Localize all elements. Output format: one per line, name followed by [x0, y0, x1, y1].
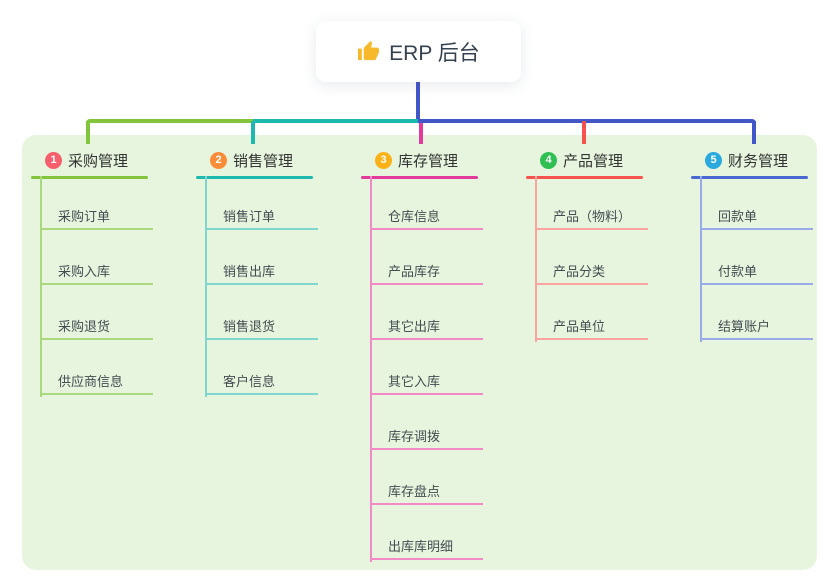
branch-underline — [31, 176, 148, 179]
child-node[interactable]: 其它入库 — [388, 374, 441, 389]
child-node[interactable]: 销售退货 — [223, 319, 276, 334]
branch-child-connector — [40, 176, 42, 397]
child-node[interactable]: 出库库明细 — [388, 539, 454, 554]
connector-drop-finance — [752, 121, 756, 144]
child-underline — [205, 228, 318, 230]
child-node[interactable]: 客户信息 — [223, 374, 276, 389]
child-node[interactable]: 结算账户 — [718, 319, 771, 334]
branch-number-badge: 5 — [705, 152, 722, 169]
branch-product: 4 产品管理 产品（物料） 产品分类 产品单位 — [526, 0, 691, 588]
child-node[interactable]: 产品单位 — [553, 319, 606, 334]
child-underline — [535, 228, 648, 230]
child-node[interactable]: 产品分类 — [553, 264, 606, 279]
connector-drop-purchase — [86, 121, 90, 144]
child-underline — [40, 283, 153, 285]
child-node[interactable]: 采购入库 — [58, 264, 111, 279]
child-underline — [370, 228, 483, 230]
child-underline — [205, 283, 318, 285]
branch-child-connector — [535, 176, 537, 342]
branch-title[interactable]: 财务管理 — [728, 153, 789, 170]
branch-title[interactable]: 产品管理 — [563, 153, 624, 170]
child-underline — [40, 393, 153, 395]
branch-inventory: 3 库存管理 仓库信息 产品库存 其它出库 其它入库 库存调拨 库存盘点 出库库… — [361, 0, 526, 588]
child-node[interactable]: 其它出库 — [388, 319, 441, 334]
child-node[interactable]: 库存盘点 — [388, 484, 441, 499]
branch-purchase: 1 采购管理 采购订单 采购入库 采购退货 供应商信息 — [31, 0, 196, 588]
connector-root-drop — [416, 82, 420, 123]
child-underline — [535, 283, 648, 285]
child-underline — [370, 558, 483, 560]
child-node[interactable]: 库存调拨 — [388, 429, 441, 444]
branch-underline — [691, 176, 808, 179]
branch-child-connector — [370, 176, 372, 562]
child-underline — [370, 448, 483, 450]
branch-number-badge: 1 — [45, 152, 62, 169]
child-underline — [205, 393, 318, 395]
branch-finance: 5 财务管理 回款单 付款单 结算账户 — [691, 0, 839, 588]
connector-drop-product — [582, 121, 586, 144]
child-node[interactable]: 供应商信息 — [58, 374, 124, 389]
child-underline — [535, 338, 648, 340]
root-label: ERP 后台 — [389, 41, 480, 65]
connector-horizontal-teal — [253, 119, 418, 123]
branch-underline — [196, 176, 313, 179]
child-underline — [40, 338, 153, 340]
child-underline — [700, 283, 813, 285]
child-underline — [700, 228, 813, 230]
branch-title[interactable]: 库存管理 — [398, 153, 459, 170]
branch-underline — [526, 176, 643, 179]
child-node[interactable]: 回款单 — [718, 209, 758, 224]
branches-panel — [22, 135, 817, 570]
child-node[interactable]: 付款单 — [718, 264, 758, 279]
child-node[interactable]: 采购退货 — [58, 319, 111, 334]
branch-child-connector — [205, 176, 207, 397]
branch-number-badge: 3 — [375, 152, 392, 169]
child-node[interactable]: 采购订单 — [58, 209, 111, 224]
child-underline — [370, 283, 483, 285]
thumbs-up-icon — [357, 40, 380, 63]
child-underline — [700, 338, 813, 340]
connector-horizontal-green — [86, 119, 253, 123]
child-node[interactable]: 销售订单 — [223, 209, 276, 224]
branch-underline — [361, 176, 478, 179]
child-underline — [370, 503, 483, 505]
branch-title[interactable]: 销售管理 — [233, 153, 294, 170]
connector-drop-sales — [251, 121, 255, 144]
child-underline — [370, 338, 483, 340]
branch-number-badge: 2 — [210, 152, 227, 169]
connector-horizontal-blue — [418, 119, 756, 123]
branch-sales: 2 销售管理 销售订单 销售出库 销售退货 客户信息 — [196, 0, 361, 588]
connector-drop-inventory — [419, 123, 423, 144]
child-node[interactable]: 销售出库 — [223, 264, 276, 279]
branch-child-connector — [700, 176, 702, 342]
child-node[interactable]: 产品（物料） — [553, 209, 632, 224]
child-underline — [370, 393, 483, 395]
branch-number-badge: 4 — [540, 152, 557, 169]
child-node[interactable]: 产品库存 — [388, 264, 441, 279]
root-node[interactable]: ERP 后台 — [316, 21, 521, 82]
branch-title[interactable]: 采购管理 — [68, 153, 129, 170]
child-underline — [205, 338, 318, 340]
child-node[interactable]: 仓库信息 — [388, 209, 441, 224]
child-underline — [40, 228, 153, 230]
